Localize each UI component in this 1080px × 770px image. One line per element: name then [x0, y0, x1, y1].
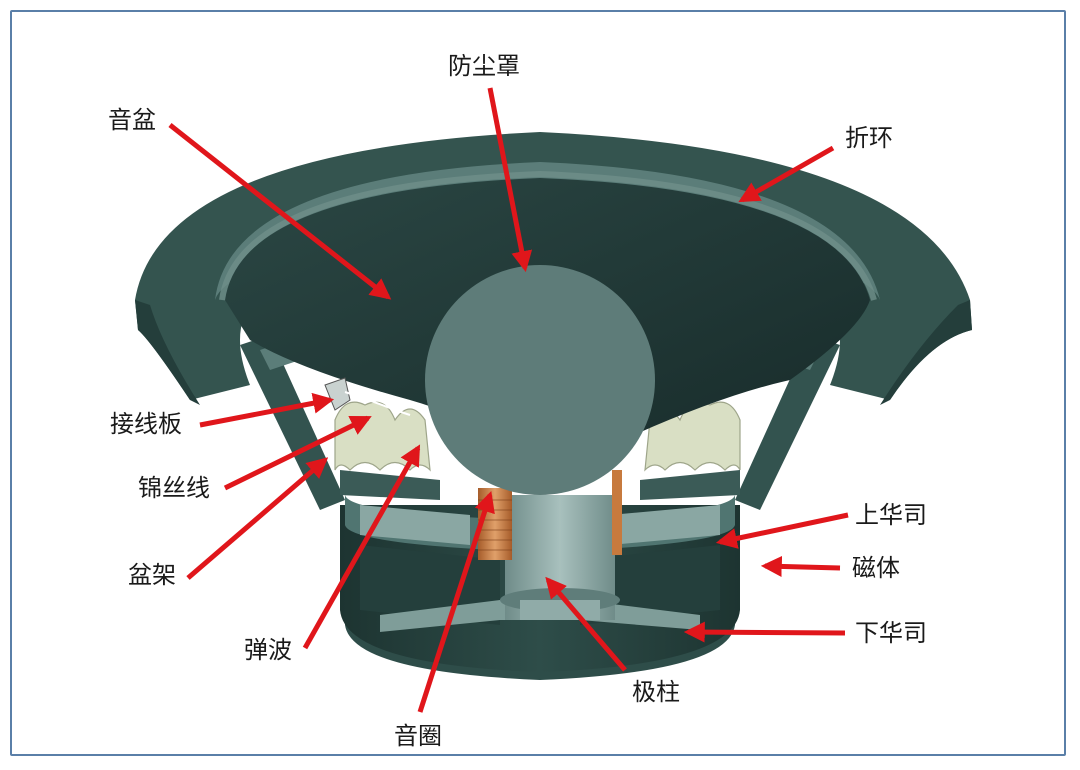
arrow-magnet [765, 566, 840, 568]
arrow-bottom-plate [688, 632, 845, 633]
label-dust-cap: 防尘罩 [448, 52, 520, 80]
label-spider: 弹波 [244, 636, 292, 664]
label-lead-wire: 锦丝线 [138, 474, 210, 502]
arrow-terminal [200, 400, 330, 425]
label-magnet: 磁体 [852, 554, 900, 582]
magnet-assembly [340, 470, 740, 680]
dust-cap-shape [425, 265, 655, 495]
label-terminal: 接线板 [110, 410, 182, 438]
label-surround: 折环 [845, 124, 893, 152]
label-voice-coil: 音圈 [394, 722, 442, 750]
label-bottom-plate: 下华司 [855, 619, 927, 647]
label-basket: 盆架 [128, 561, 176, 589]
label-cone: 音盆 [108, 106, 156, 134]
label-pole: 极柱 [632, 678, 680, 706]
label-top-plate: 上华司 [855, 501, 927, 529]
